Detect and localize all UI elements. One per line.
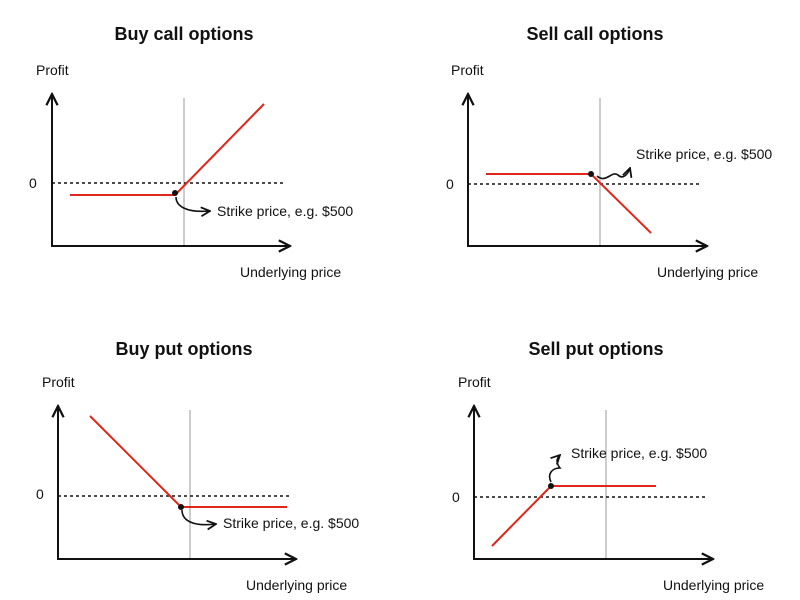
- y-axis-label: Profit: [36, 62, 69, 78]
- payoff-line: [486, 173, 652, 234]
- x-axis-label: Underlying price: [240, 264, 341, 280]
- panel-sell-put: Sell put options Profit Underlying price…: [452, 339, 764, 593]
- strike-point: [172, 190, 178, 196]
- strike-price-label: Strike price, e.g. $500: [571, 445, 707, 461]
- panel-title: Buy put options: [116, 339, 253, 359]
- strike-callout-arrow: [175, 196, 210, 211]
- x-axis-label: Underlying price: [657, 264, 758, 280]
- panel-buy-call: Buy call options Profit Underlying price…: [29, 24, 353, 280]
- panel-title: Buy call options: [114, 24, 253, 44]
- x-axis-label: Underlying price: [663, 577, 764, 593]
- zero-label: 0: [36, 486, 44, 502]
- y-axis-label: Profit: [458, 374, 491, 390]
- axes: [474, 406, 713, 559]
- strike-price-label: Strike price, e.g. $500: [636, 146, 772, 162]
- zero-label: 0: [446, 176, 454, 192]
- payoff-line: [70, 103, 265, 196]
- panel-title: Sell call options: [526, 24, 663, 44]
- strike-point: [548, 483, 554, 489]
- strike-callout-arrow: [548, 455, 562, 483]
- x-axis-label: Underlying price: [246, 577, 347, 593]
- panel-buy-put: Buy put options Profit Underlying price …: [36, 339, 359, 593]
- strike-callout-arrow: [181, 509, 216, 525]
- strike-point: [178, 504, 184, 510]
- y-axis-label: Profit: [451, 62, 484, 78]
- strike-callout-arrow: [596, 168, 630, 180]
- y-axis-label: Profit: [42, 374, 75, 390]
- axes: [468, 94, 707, 246]
- panel-title: Sell put options: [529, 339, 664, 359]
- axes: [58, 406, 296, 559]
- payoff-line: [89, 415, 287, 508]
- panel-sell-call: Sell call options Profit Underlying pric…: [446, 24, 772, 280]
- strike-point: [588, 171, 594, 177]
- axes: [52, 94, 290, 246]
- strike-price-label: Strike price, e.g. $500: [223, 515, 359, 531]
- zero-label: 0: [452, 489, 460, 505]
- zero-label: 0: [29, 175, 37, 191]
- strike-price-label: Strike price, e.g. $500: [217, 203, 353, 219]
- payoff-line: [491, 485, 656, 547]
